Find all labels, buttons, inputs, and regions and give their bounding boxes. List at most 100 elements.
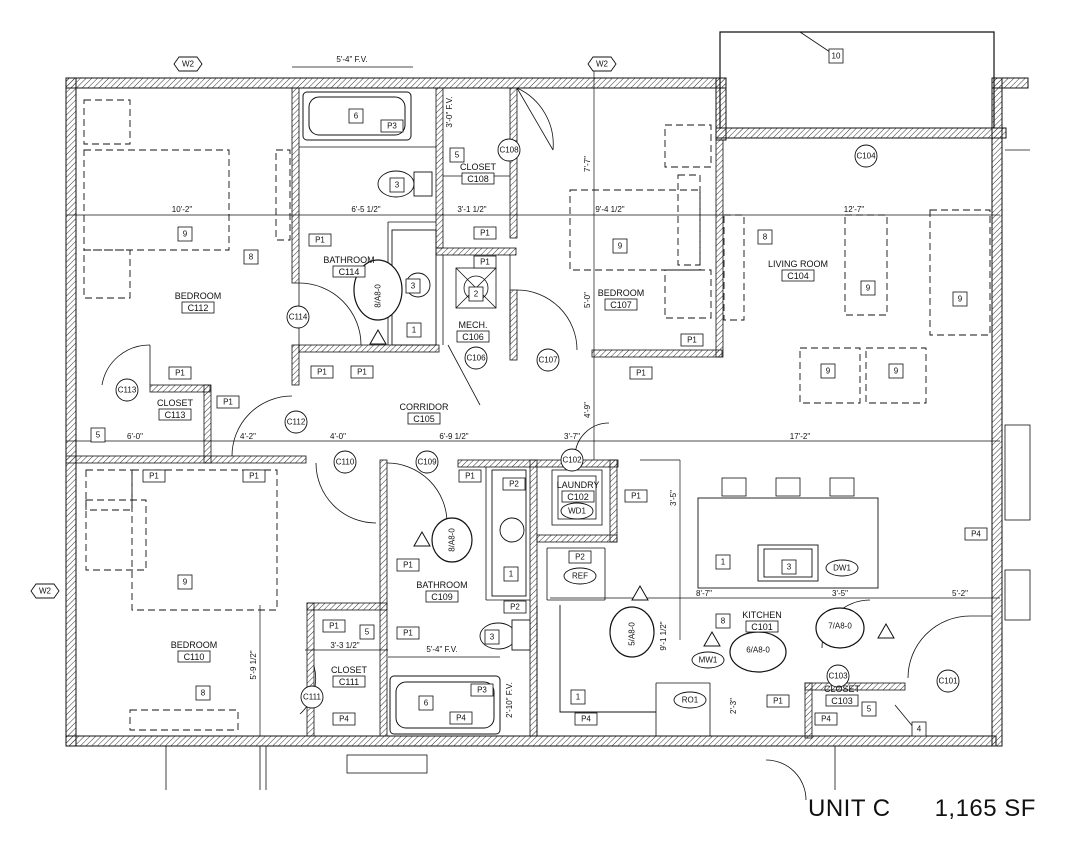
keynote-tag: 8 xyxy=(249,253,254,262)
keynote-box xyxy=(828,48,844,64)
keynote-tag: 9 xyxy=(866,284,871,293)
room-name: MECH. xyxy=(459,320,488,330)
keynote-4-leader xyxy=(894,704,915,729)
dimension-text: 5'-4" F.V. xyxy=(336,55,367,64)
door-tag-circle xyxy=(536,348,560,372)
room-number: C106 xyxy=(462,332,484,342)
keynote-tag: 1 xyxy=(721,558,726,567)
keynote-box xyxy=(177,226,193,242)
room-number: C103 xyxy=(831,696,853,706)
room-label: MECH. C106 xyxy=(456,320,490,343)
keynote-box xyxy=(860,280,876,296)
door-tag: C114 xyxy=(289,313,308,322)
dimension-text: 3'-3 1/2" xyxy=(330,641,359,650)
equipment-tag: DW1 xyxy=(833,564,851,573)
keynote-tag: 9 xyxy=(958,295,963,304)
window-tag: W2 xyxy=(182,60,195,69)
wall-type-tag: P1 xyxy=(773,697,783,706)
room-name: CORRIDOR xyxy=(400,402,449,412)
dimension-text: 8'-7" xyxy=(696,589,712,598)
room-name: BATHROOM xyxy=(416,580,467,590)
door-tag: C107 xyxy=(538,356,558,365)
door-tag: C113 xyxy=(118,386,137,395)
dimension-text: 3'-0" F.V. xyxy=(445,96,454,127)
keynote-tag: 3 xyxy=(490,633,495,642)
keynote-tag: 10 xyxy=(832,52,841,61)
wall-type-tag: P4 xyxy=(971,530,981,539)
keynote-box xyxy=(781,559,797,575)
door-tag-circle xyxy=(284,410,308,434)
wall-type-tag: P1 xyxy=(149,472,159,481)
wall-tag-box xyxy=(473,255,497,269)
room-name: BATHROOM xyxy=(323,255,374,265)
keynote-tag: 1 xyxy=(576,693,581,702)
keynote-box xyxy=(418,695,434,711)
wall-tag-box xyxy=(473,226,497,240)
wall-tag-box xyxy=(680,333,704,347)
wall-tag-box xyxy=(142,469,166,483)
dimension-text: 4'-2" xyxy=(240,432,256,441)
room-number: C110 xyxy=(184,652,205,662)
window-tag: W2 xyxy=(39,587,52,596)
equipment-tag: WD1 xyxy=(568,507,586,516)
keynote-tag: 4 xyxy=(917,725,922,734)
room-name: KITCHEN xyxy=(742,610,782,620)
wall-tag-box xyxy=(502,477,526,491)
window-tag-hex xyxy=(173,56,203,72)
wall-type-tag: P4 xyxy=(581,715,591,724)
dimension-text: 17'-2" xyxy=(790,432,811,441)
keynote-box xyxy=(757,229,773,245)
room-number: C105 xyxy=(413,414,435,424)
dimension-text: 4'-0" xyxy=(330,432,346,441)
dimension-text: 9'-1 1/2" xyxy=(659,621,668,650)
door-tag-circle xyxy=(826,664,850,688)
wall-type-tag: P2 xyxy=(510,603,520,612)
equipment-tag-ellipse xyxy=(825,559,859,577)
wall-type-tag: P2 xyxy=(509,480,519,489)
room-name: CLOSET xyxy=(331,665,368,675)
keynote-box xyxy=(177,574,193,590)
keynote-box xyxy=(911,721,927,737)
room-number: C111 xyxy=(339,677,359,687)
equipment-tag-ellipse xyxy=(673,691,707,709)
wall-tag-box xyxy=(350,365,374,379)
room-number: C113 xyxy=(165,410,186,420)
keynote-tag: 8 xyxy=(201,689,206,698)
wall-type-tag: P4 xyxy=(456,714,466,723)
window-tag: W2 xyxy=(596,60,609,69)
wall-type-tag: P1 xyxy=(315,236,325,245)
keynote-tag: 9 xyxy=(183,230,188,239)
room-number: C101 xyxy=(751,622,773,632)
keynote-box xyxy=(406,322,422,338)
wall-type-tag: P1 xyxy=(465,472,475,481)
door-tag: C103 xyxy=(828,672,848,681)
room-name: BEDROOM xyxy=(171,640,218,650)
warning-triangles xyxy=(369,328,895,647)
labels-layer: BEDROOMC112BATHROOMC114CLOSETC108BEDROOM… xyxy=(127,55,968,718)
room-name: CLOSET xyxy=(460,162,497,172)
room-number: C108 xyxy=(467,174,489,184)
door-tag-circle xyxy=(854,144,878,168)
keynote-tag: 5 xyxy=(455,151,460,160)
wall-tag-box xyxy=(332,712,356,726)
room-label: CLOSET C108 xyxy=(460,162,497,185)
wall-tag-box xyxy=(449,711,473,725)
unit-name: UNIT C xyxy=(808,795,891,822)
keynote-box xyxy=(888,363,904,379)
keynote-box xyxy=(715,554,731,570)
wall-type-tag: P1 xyxy=(357,368,367,377)
detail-callout: 5/A8-0 xyxy=(628,622,637,646)
dimension-text: 9'-4 1/2" xyxy=(595,205,624,214)
wall-tag-box xyxy=(308,233,332,247)
dimension-lines xyxy=(66,66,1000,736)
keynote-box xyxy=(195,685,211,701)
door-tag: C101 xyxy=(938,677,958,686)
door-tag-circle xyxy=(936,669,960,693)
keynote-box xyxy=(405,278,421,294)
door-tag: C106 xyxy=(466,354,486,363)
